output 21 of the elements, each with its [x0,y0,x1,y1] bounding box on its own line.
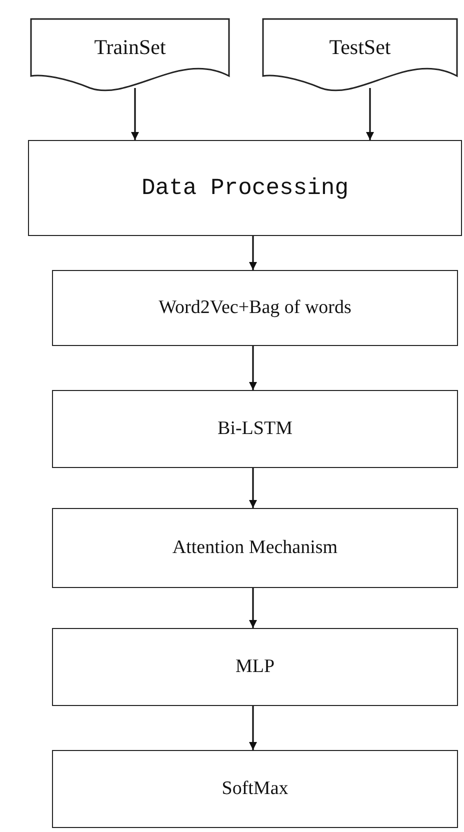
node-label: SoftMax [222,778,288,800]
node-label: Data Processing [141,175,349,201]
process-box [52,750,458,828]
process-box [52,508,458,588]
process-box [28,140,462,236]
arrow [249,468,257,508]
arrow [131,88,139,140]
node-label: MLP [235,656,275,678]
node-label: TrainSet [94,34,166,60]
process-box [52,390,458,468]
process-box [52,270,458,346]
arrow [249,706,257,750]
arrow [249,588,257,628]
arrow [366,88,374,140]
node-label: Attention Mechanism [172,537,338,559]
process-box [52,628,458,706]
node-label: TestSet [329,34,391,60]
node-label: Bi-LSTM [218,418,292,440]
arrow [249,236,257,270]
node-label: Word2Vec+Bag of words [158,297,352,319]
arrow [249,346,257,390]
